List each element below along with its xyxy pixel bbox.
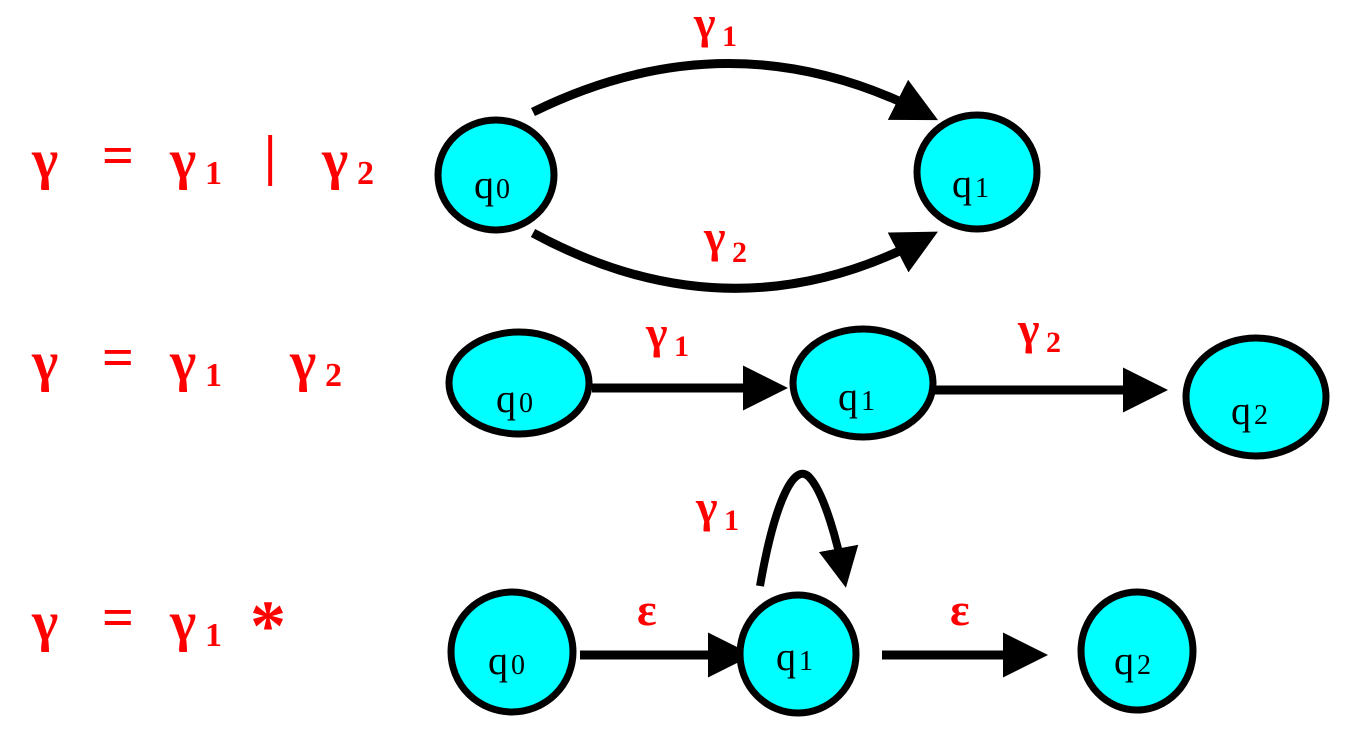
svg-text:1: 1 bbox=[799, 646, 813, 677]
eq-equals: = bbox=[102, 125, 134, 187]
edge-union-lower bbox=[530, 229, 938, 293]
eq-term-2: γ bbox=[321, 129, 348, 191]
state-r3-q1: q 1 bbox=[736, 591, 860, 717]
state-r3-q0: q 0 bbox=[447, 588, 577, 716]
edge-label-sub: 2 bbox=[732, 236, 747, 269]
edge-label-union-upper: γ 1 bbox=[693, 0, 737, 53]
svg-text:2: 2 bbox=[1254, 400, 1268, 431]
svg-text:γ: γ bbox=[645, 307, 668, 358]
svg-text:q: q bbox=[1114, 638, 1134, 683]
eq-term-1: γ bbox=[169, 129, 196, 191]
edge-label-concat-1: γ 1 bbox=[645, 307, 689, 363]
svg-text:1: 1 bbox=[861, 386, 875, 417]
svg-text:γ: γ bbox=[1017, 303, 1040, 354]
equation-union: γ = γ 1 | γ 2 bbox=[31, 125, 374, 192]
eq-lhs: γ bbox=[31, 331, 58, 393]
eq-equals: = bbox=[102, 327, 134, 389]
eq-operator-star: * bbox=[250, 586, 286, 666]
svg-text:q: q bbox=[776, 634, 796, 679]
svg-text:1: 1 bbox=[674, 330, 689, 363]
svg-text:0: 0 bbox=[511, 650, 525, 681]
svg-text:2: 2 bbox=[1046, 326, 1061, 359]
equation-star: γ = γ 1 * bbox=[31, 586, 286, 666]
state-r1-q1: q 1 bbox=[913, 111, 1041, 233]
eq-term-1-sub: 1 bbox=[205, 357, 222, 394]
edge-label-epsilon-1: ε bbox=[637, 584, 657, 635]
eq-term-1-sub: 1 bbox=[205, 155, 222, 192]
svg-text:2: 2 bbox=[1137, 650, 1151, 681]
edge-label-epsilon-2: ε bbox=[950, 584, 970, 635]
eq-term-1-sub: 1 bbox=[205, 617, 222, 654]
edge-label: γ bbox=[693, 0, 716, 48]
svg-text:q: q bbox=[496, 376, 516, 421]
svg-text:q: q bbox=[952, 161, 972, 206]
eq-term-2-sub: 2 bbox=[325, 357, 342, 394]
eq-equals: = bbox=[102, 587, 134, 649]
svg-text:q: q bbox=[488, 638, 508, 683]
edge-label-union-lower: γ 2 bbox=[703, 211, 747, 269]
state-r2-q2: q 2 bbox=[1182, 334, 1330, 460]
svg-text:0: 0 bbox=[519, 388, 533, 419]
eq-operator-or: | bbox=[264, 125, 276, 187]
svg-text:1: 1 bbox=[724, 504, 739, 537]
edge-self-loop-q1 bbox=[756, 469, 859, 588]
edge-union-upper bbox=[531, 59, 939, 121]
eq-term-2-sub: 2 bbox=[357, 155, 374, 192]
equation-concat: γ = γ 1 γ 2 bbox=[31, 327, 342, 394]
eq-term-2: γ bbox=[289, 331, 316, 393]
state-r2-q1: q 1 bbox=[789, 325, 937, 441]
svg-text:γ: γ bbox=[695, 481, 718, 532]
eq-lhs: γ bbox=[31, 591, 58, 653]
edge-label-concat-2: γ 2 bbox=[1017, 303, 1061, 359]
eq-term-1: γ bbox=[169, 591, 196, 653]
svg-text:q: q bbox=[838, 374, 858, 419]
edge-label-self-loop: γ 1 bbox=[695, 481, 739, 537]
eq-term-1: γ bbox=[169, 331, 196, 393]
svg-text:1: 1 bbox=[975, 173, 989, 204]
svg-text:q: q bbox=[1231, 388, 1251, 433]
svg-text:0: 0 bbox=[496, 174, 510, 205]
edge-label: γ bbox=[703, 211, 726, 262]
eq-lhs: γ bbox=[31, 129, 58, 191]
state-r2-q0: q 0 bbox=[445, 328, 593, 438]
svg-text:q: q bbox=[474, 162, 494, 207]
state-r3-q2: q 2 bbox=[1077, 588, 1197, 714]
state-r1-q0: q 0 bbox=[434, 116, 558, 234]
edge-label-sub: 1 bbox=[722, 20, 737, 53]
